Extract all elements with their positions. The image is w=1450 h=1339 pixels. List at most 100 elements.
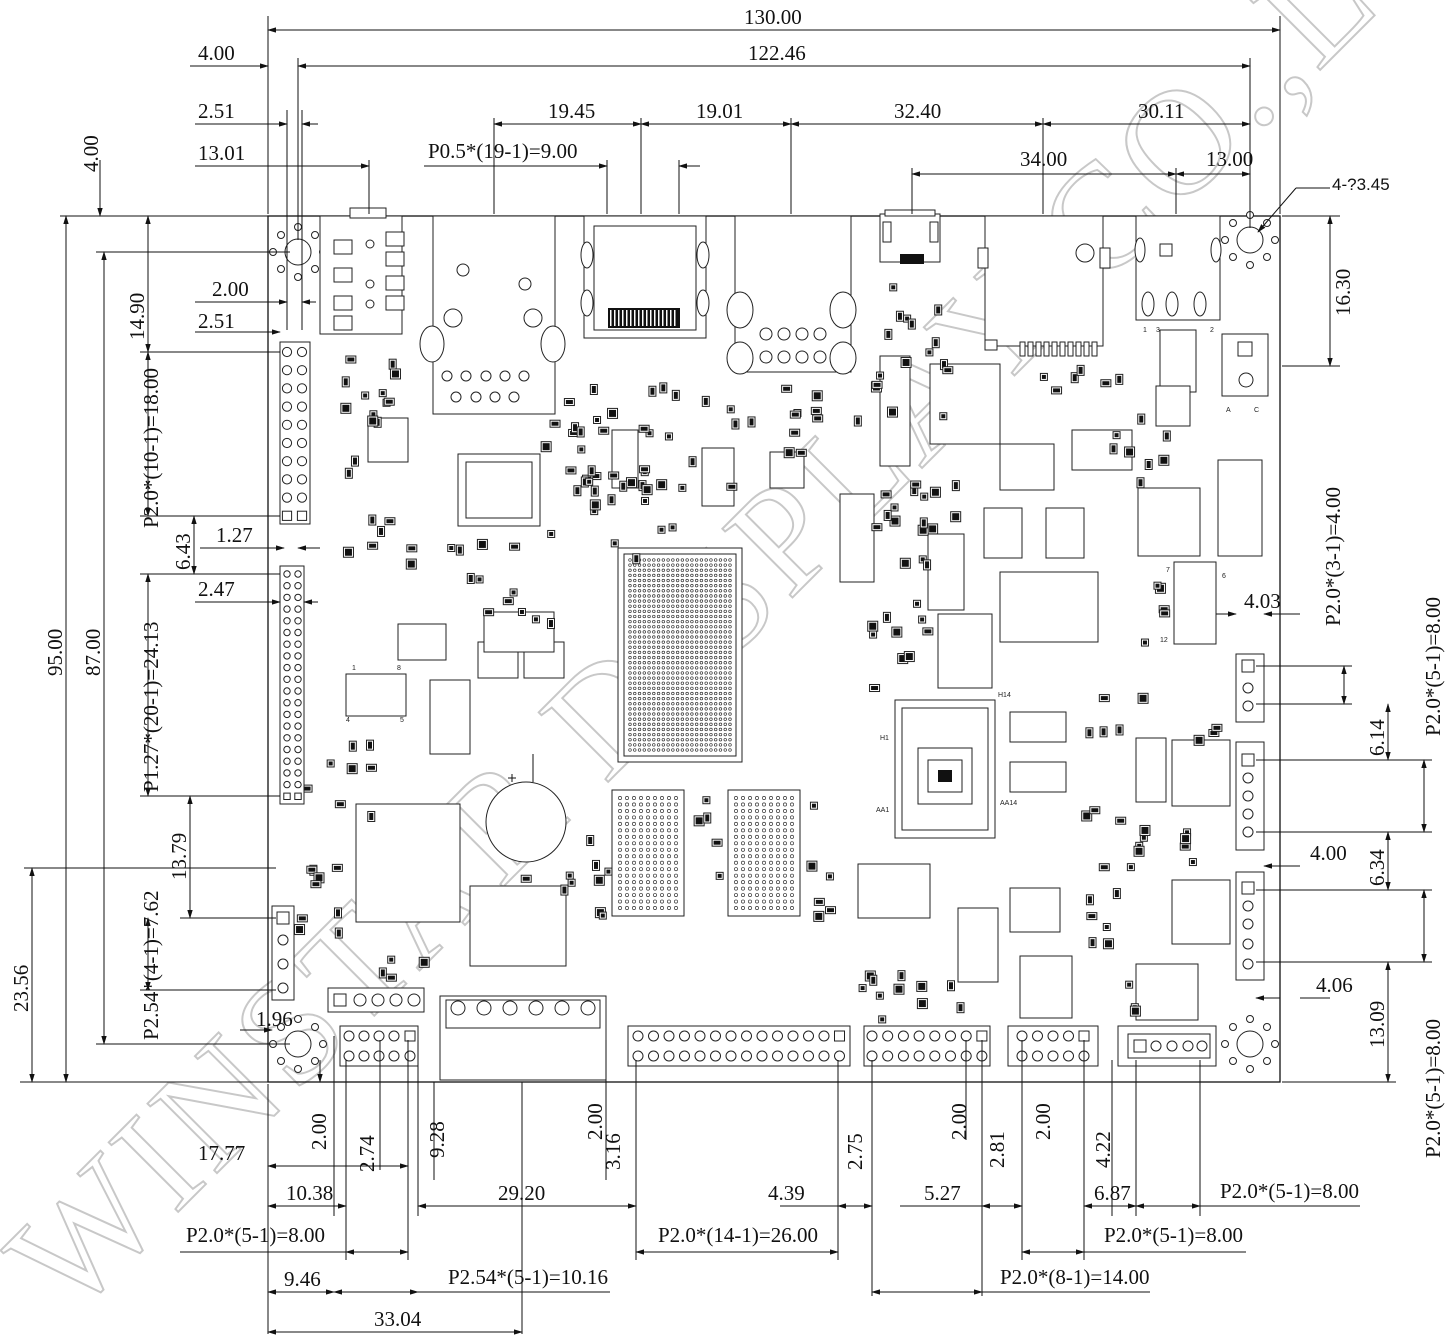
passive-pad [915, 601, 920, 606]
passive-pad [891, 517, 899, 525]
passive-pad [610, 473, 618, 478]
pin [679, 1030, 690, 1042]
dim-634: 6.34 [1365, 849, 1389, 886]
header-bottom-2x5-right [1007, 1025, 1099, 1067]
passive-pad [387, 975, 395, 980]
header-bottom-2x5 [339, 1025, 419, 1067]
dim-196: 1.96 [256, 1007, 293, 1031]
passive-pad [936, 306, 941, 314]
passive-pad [659, 527, 664, 532]
passive-pad [333, 865, 341, 870]
pin [294, 780, 302, 789]
pin [281, 474, 293, 485]
passive-pad [1100, 696, 1108, 701]
pin-square [283, 792, 291, 800]
passive-pad [812, 408, 820, 413]
passive-pad [929, 525, 937, 533]
passive-pad [920, 617, 925, 622]
dim-5pin-pitch-r1: P2.0*(5-1)=8.00 [1220, 1179, 1359, 1203]
passive-pad [953, 482, 958, 490]
passive-pad [941, 361, 946, 369]
passive-pad [449, 546, 454, 551]
dim-bottom-200a: 2.00 [307, 1113, 331, 1150]
pin [283, 593, 291, 602]
pin [632, 1050, 644, 1062]
sd-card-slot [977, 215, 1111, 357]
pin [281, 437, 293, 449]
passive-pad [892, 505, 897, 510]
passive-pad [893, 628, 901, 636]
passive-pad [549, 531, 554, 536]
ethernet-rj45 [419, 215, 566, 415]
passive-pad [920, 557, 925, 562]
passive-pad [705, 814, 710, 822]
passive-pad [634, 555, 639, 563]
pin [294, 570, 302, 578]
dim-left-1301: 13.01 [198, 141, 245, 165]
passive-pad [1091, 808, 1099, 813]
soc-main [617, 547, 743, 763]
ddr-right [727, 789, 801, 917]
dim-hole-span: 122.46 [748, 41, 806, 65]
passive-pad [944, 368, 952, 373]
pin [1032, 1030, 1043, 1042]
dc-jack-pin3-label: 3 [1156, 327, 1160, 334]
dim-1038: 10.38 [286, 1181, 333, 1205]
passive-pad [728, 407, 733, 412]
pin [756, 1050, 768, 1062]
misc-components [345, 329, 1263, 1021]
pin [296, 419, 308, 430]
micro-usb-connector [879, 209, 941, 264]
dim-top-400: 4.00 [79, 135, 103, 172]
passive-pad [565, 400, 573, 405]
passive-pad [592, 487, 597, 495]
dim-14pin-pitch: P2.0*(14-1)=26.00 [658, 1223, 818, 1247]
dim-1945: 19.45 [548, 99, 595, 123]
pin [803, 1030, 814, 1042]
dimension-lines: 130.00 122.46 4.00 2.51 13.01 19.45 19.0… [9, 5, 1445, 1335]
pin [1047, 1030, 1059, 1042]
pin [294, 745, 302, 754]
passive-pad [680, 485, 685, 490]
pin [296, 437, 308, 449]
passive-pad [1131, 1007, 1139, 1015]
pin-square [976, 1030, 988, 1042]
pin [741, 1030, 752, 1042]
passive-pad [595, 876, 603, 884]
dim-overall-height: 95.00 [43, 629, 67, 676]
passive-pad [420, 958, 428, 966]
passive-pad [855, 417, 860, 425]
emmc-h14-label: H14 [998, 692, 1011, 699]
passive-pad [1141, 832, 1146, 840]
pin [296, 365, 308, 376]
pin [283, 582, 291, 590]
passive-pad [1127, 982, 1132, 987]
pin [296, 474, 308, 485]
pin [281, 365, 293, 376]
passive-pad [948, 982, 953, 990]
passive-pad [369, 417, 377, 425]
passive-pad [367, 765, 375, 770]
pin [283, 780, 291, 789]
pin [818, 1050, 830, 1062]
passive-pad [588, 837, 593, 845]
ic-pin4-label: 4 [346, 717, 350, 724]
passive-pad [367, 741, 372, 749]
passive-pad [1083, 812, 1091, 820]
pin [283, 605, 291, 613]
pin [1032, 1050, 1043, 1062]
passive-pad [592, 474, 600, 479]
passive-pad [1087, 729, 1092, 737]
dim-bottom-200c: 2.00 [947, 1103, 971, 1140]
passive-pad [1104, 925, 1109, 930]
passive-pad [650, 387, 655, 395]
passive-pad [1128, 865, 1133, 870]
pin [294, 699, 302, 707]
pin [283, 769, 291, 777]
passive-pad [551, 421, 559, 426]
dim-2356: 23.56 [9, 965, 33, 1012]
pin [294, 687, 302, 695]
pin [834, 1050, 845, 1062]
passive-pad [380, 391, 385, 396]
pin [960, 1030, 972, 1042]
